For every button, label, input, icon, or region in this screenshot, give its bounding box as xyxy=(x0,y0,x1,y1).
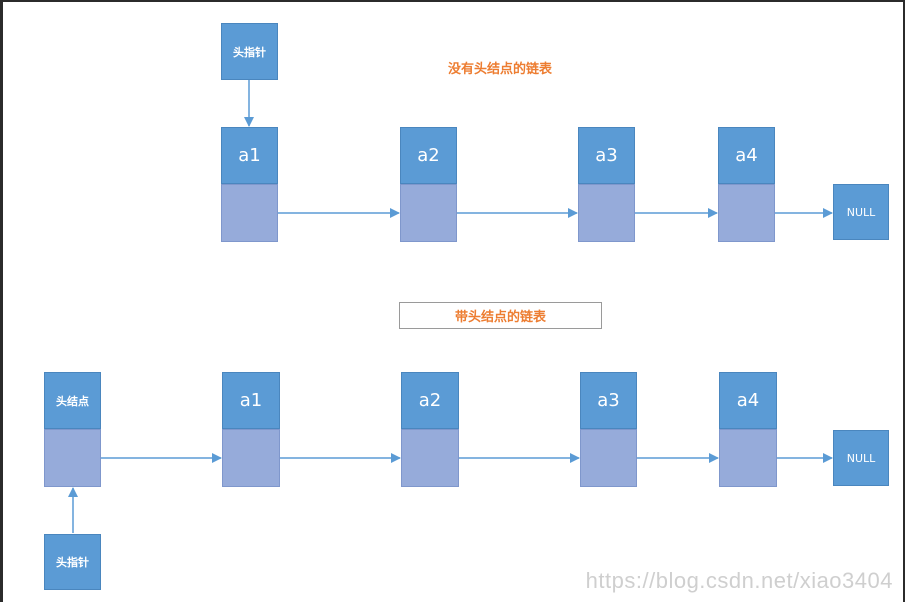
node-a1-bottom-next xyxy=(222,429,280,487)
node-a4-top-next xyxy=(718,184,775,242)
head-node-bottom-next xyxy=(44,429,101,487)
node-a1-top-next xyxy=(221,184,278,242)
node-a3-bottom-data: a3 xyxy=(580,372,637,429)
node-a1-bottom-data: a1 xyxy=(222,372,280,429)
node-a4-bottom-data: a4 xyxy=(719,372,777,429)
node-a3-bottom-next xyxy=(580,429,637,487)
node-a3-top-next xyxy=(578,184,635,242)
bottom-title: 带头结点的链表 xyxy=(399,302,602,329)
node-a4-top-data: a4 xyxy=(718,127,775,184)
node-a3-top-data: a3 xyxy=(578,127,635,184)
top-title: 没有头结点的链表 xyxy=(447,61,552,77)
node-a2-top-next xyxy=(400,184,457,242)
node-a2-bottom-data: a2 xyxy=(401,372,459,429)
null-node-bottom: NULL xyxy=(833,430,889,486)
node-a1-top-data: a1 xyxy=(221,127,278,184)
node-a4-bottom-next xyxy=(719,429,777,487)
node-a2-top-data: a2 xyxy=(400,127,457,184)
head-pointer-bottom: 头指针 xyxy=(44,534,101,590)
head-pointer-top: 头指针 xyxy=(221,23,278,80)
node-a2-bottom-next xyxy=(401,429,459,487)
watermark: https://blog.csdn.net/xiao3404 xyxy=(585,568,893,593)
head-node-bottom-data: 头结点 xyxy=(44,372,101,429)
null-node-top: NULL xyxy=(833,184,889,240)
